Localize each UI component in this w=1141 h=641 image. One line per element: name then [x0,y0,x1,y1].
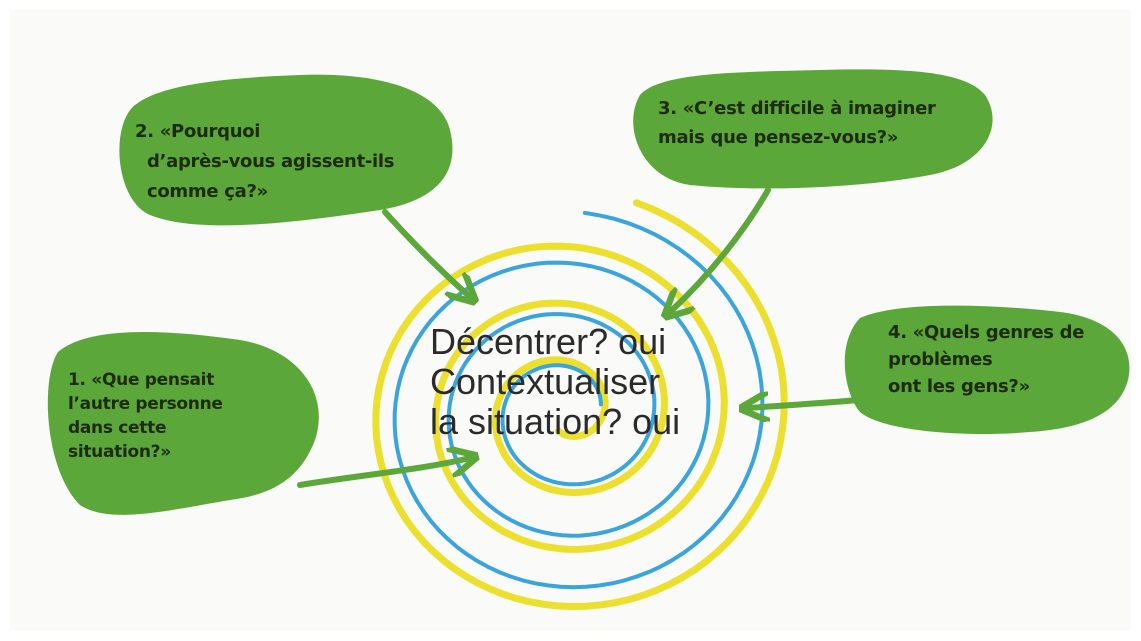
arrow-4 [748,400,861,408]
bubble-4-line-3: ont les gens?» [888,376,1030,397]
center-line-1: Décentrer? oui [430,321,667,362]
arrow-3 [670,187,771,312]
center-question: Décentrer? oui Contextualiser la situati… [430,322,680,442]
bubble-1-line-2: l’autre personne [68,394,223,414]
bubble-2-shape [119,74,453,226]
bubble-2-line-1: 2. «Pourquoi [135,121,261,142]
yellow-spiral [372,199,788,610]
bubble-3-line-1: 3. «C’est difficile à imaginer [658,98,936,119]
bubble-2-text: 2. «Pourquoi d’après-vous agissent-ils c… [135,117,395,207]
bubble-1-line-1: 1. «Que pensait [68,370,215,390]
bubble-1-line-4: situation?» [68,442,171,462]
arrow-2 [382,209,470,297]
center-line-2: Contextualiser [430,361,661,402]
bubble-1-text: 1. «Que pensait l’autre personne dans ce… [68,368,223,464]
bubble-1-shape [47,331,319,515]
bubble-3-text: 3. «C’est difficile à imaginer mais que … [658,94,936,152]
bubble-4-text: 4. «Quels genres de problèmes ont les ge… [888,319,1084,400]
bubble-4-line-2: problèmes [888,349,993,370]
bubble-2-line-2: d’après-vous agissent-ils [147,151,395,172]
bubble-4-line-1: 4. «Quels genres de [888,322,1085,343]
bubble-3-shape [633,69,993,189]
blue-spiral [392,210,765,590]
arrow-1 [297,458,470,488]
bubble-3-line-2: mais que pensez-vous?» [658,127,899,148]
bubble-2-line-3: comme ça?» [147,181,268,202]
spiral-blue-stroke [392,210,765,590]
bubble-4-shape [844,305,1130,434]
bubble-1-line-3: dans cette [68,418,167,438]
center-line-3: la situation? oui [430,401,681,442]
spiral-yellow-stroke [372,199,788,610]
